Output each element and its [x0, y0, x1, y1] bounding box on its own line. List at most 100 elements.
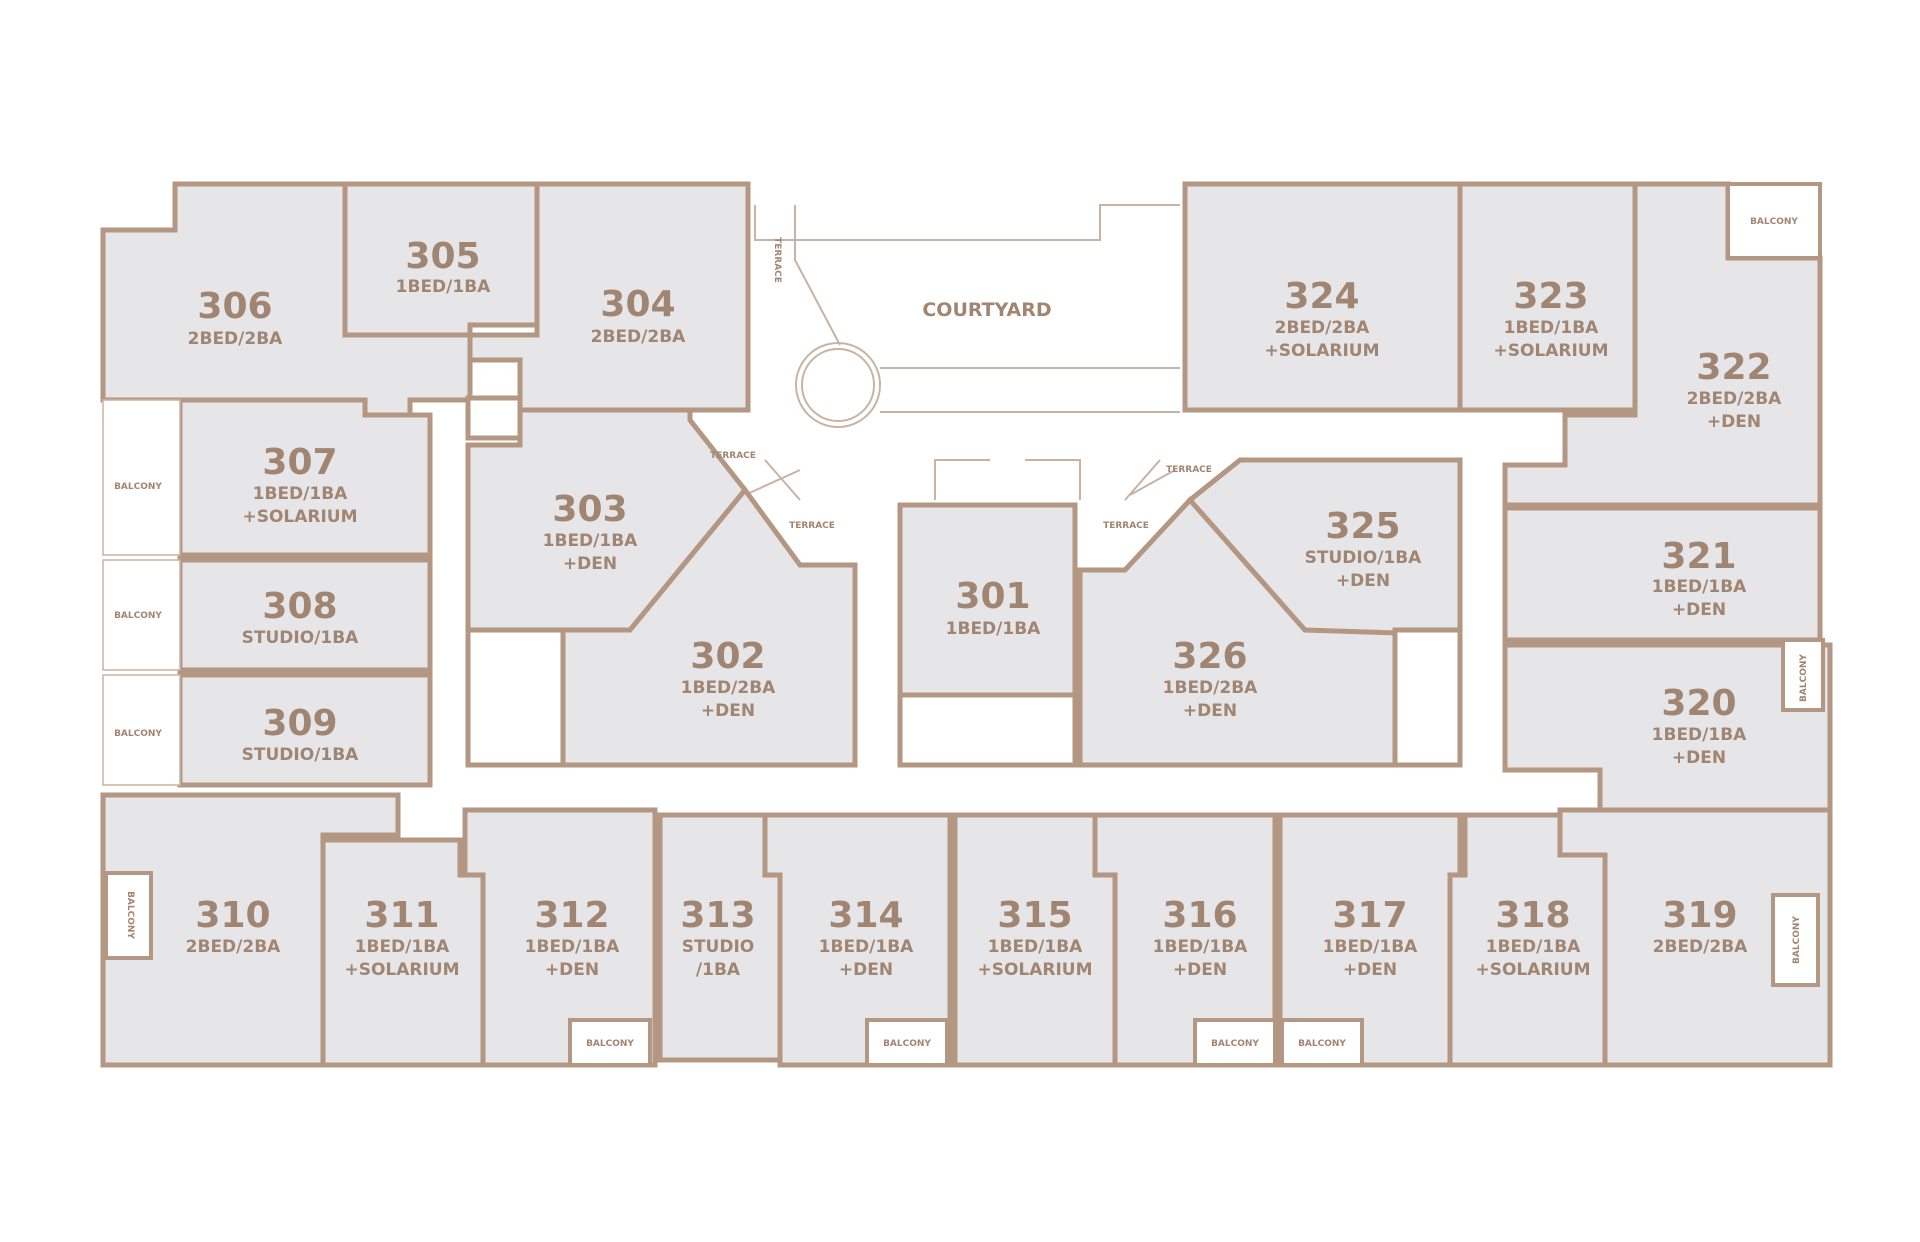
- unit-type: STUDIO: [682, 937, 755, 957]
- unit-type: 1BED/1BA: [1486, 937, 1582, 957]
- unit-type: 1BED/1BA: [819, 937, 915, 957]
- unit-type: 2BED/2BA: [1687, 389, 1783, 409]
- unit-type: 2BED/2BA: [1275, 318, 1371, 338]
- balcony-label: BALCONY: [114, 482, 162, 492]
- unit-type: STUDIO/1BA: [242, 745, 360, 765]
- terrace-label: TERRACE: [710, 451, 756, 461]
- unit-number: 316: [1162, 895, 1237, 936]
- unit-303-closet: [465, 627, 566, 768]
- balcony-label: BALCONY: [114, 729, 162, 739]
- unit-type: +SOLARIUM: [977, 960, 1092, 980]
- balcony-label: BALCONY: [125, 891, 135, 939]
- unit-number: 315: [997, 895, 1072, 936]
- unit-304-shape[interactable]: [467, 181, 751, 413]
- balcony-label: BALCONY: [1298, 1039, 1346, 1049]
- unit-type: +DEN: [1183, 701, 1237, 721]
- unit-type: 2BED/2BA: [591, 327, 687, 347]
- unit-number: 324: [1284, 276, 1359, 317]
- west-balconies: [102, 399, 181, 786]
- unit-319-shape[interactable]: [1557, 807, 1833, 1068]
- balcony-322-box: [1726, 182, 1822, 260]
- unit-type: +DEN: [839, 960, 893, 980]
- unit-type: +DEN: [1173, 960, 1227, 980]
- balcony-320-box: [1781, 638, 1825, 712]
- balcony-317-box: [1280, 1018, 1364, 1067]
- unit-number: 306: [197, 286, 272, 327]
- unit-number: 314: [828, 895, 903, 936]
- terrace-label: TERRACE: [1103, 521, 1149, 531]
- courtyard-area: [687, 204, 1180, 501]
- unit-number: 302: [690, 636, 765, 677]
- unit-number: 304: [600, 284, 675, 325]
- unit-number: 319: [1662, 895, 1737, 936]
- unit-number: 312: [534, 895, 609, 936]
- balcony-label: BALCONY: [586, 1039, 634, 1049]
- unit-type: 1BED/1BA: [396, 277, 492, 297]
- unit-type: 1BED/1BA: [1323, 937, 1419, 957]
- unit-number: 321: [1661, 536, 1736, 577]
- balcony-label: BALCONY: [1211, 1039, 1259, 1049]
- courtyard-label: COURTYARD: [922, 299, 1051, 321]
- unit-type: 2BED/2BA: [188, 329, 284, 349]
- unit-type: 2BED/2BA: [1653, 937, 1749, 957]
- lobby-closet: [465, 395, 523, 441]
- unit-number: 325: [1325, 506, 1400, 547]
- balcony-label: BALCONY: [1792, 916, 1802, 964]
- unit-316-shape[interactable]: [1092, 812, 1278, 1068]
- unit-301-storage: [897, 692, 1078, 768]
- unit-number: 311: [364, 895, 439, 936]
- unit-number: 310: [195, 895, 270, 936]
- unit-type: 1BED/1BA: [355, 937, 451, 957]
- unit-number: 309: [262, 703, 337, 744]
- balcony-label: BALCONY: [1750, 217, 1798, 227]
- unit-number: 307: [262, 442, 337, 483]
- unit-302-shape[interactable]: [560, 485, 858, 768]
- balcony-label: BALCONY: [1799, 654, 1809, 702]
- balcony-label: BALCONY: [883, 1039, 931, 1049]
- unit-310-shape[interactable]: [100, 792, 401, 1068]
- unit-type: +DEN: [701, 701, 755, 721]
- terrace-label: TERRACE: [772, 237, 782, 283]
- unit-326-closet: [1392, 627, 1463, 768]
- unit-type: +SOLARIUM: [344, 960, 459, 980]
- unit-type: +SOLARIUM: [242, 507, 357, 527]
- unit-type: 1BED/1BA: [1153, 937, 1249, 957]
- unit-number: 301: [955, 576, 1030, 617]
- unit-number: 303: [552, 489, 627, 530]
- balcony-319-box: [1771, 893, 1820, 987]
- balcony-312-box: [568, 1018, 652, 1067]
- unit-type: 1BED/1BA: [525, 937, 621, 957]
- unit-number: 305: [405, 236, 480, 277]
- unit-type: /1BA: [696, 960, 741, 980]
- terrace-label: TERRACE: [1166, 465, 1212, 475]
- unit-type: +SOLARIUM: [1475, 960, 1590, 980]
- unit-type: 1BED/1BA: [253, 484, 349, 504]
- unit-number: 317: [1332, 895, 1407, 936]
- unit-type: +DEN: [1707, 412, 1761, 432]
- unit-type: +DEN: [545, 960, 599, 980]
- unit-number: 322: [1696, 347, 1771, 388]
- unit-type: STUDIO/1BA: [1305, 548, 1423, 568]
- unit-number: 323: [1513, 276, 1588, 317]
- unit-type: +SOLARIUM: [1264, 341, 1379, 361]
- unit-type: +SOLARIUM: [1493, 341, 1608, 361]
- unit-314-shape[interactable]: [762, 812, 953, 1068]
- balcony-314-box: [865, 1018, 949, 1067]
- unit-325-shape[interactable]: [1186, 457, 1463, 638]
- unit-type: +DEN: [563, 554, 617, 574]
- unit-number: 308: [262, 586, 337, 627]
- balcony-label: BALCONY: [114, 611, 162, 621]
- unit-type: 1BED/1BA: [1652, 577, 1748, 597]
- unit-type: STUDIO/1BA: [242, 628, 360, 648]
- balcony-310-box: [104, 871, 153, 960]
- unit-type: 1BED/1BA: [1504, 318, 1600, 338]
- unit-type: 1BED/2BA: [681, 678, 777, 698]
- unit-type: +DEN: [1336, 571, 1390, 591]
- unit-type: +DEN: [1672, 748, 1726, 768]
- unit-type: 1BED/1BA: [946, 619, 1042, 639]
- unit-number: 313: [680, 895, 755, 936]
- unit-type: 1BED/1BA: [988, 937, 1084, 957]
- unit-312-shape[interactable]: [462, 807, 658, 1068]
- unit-type: 1BED/1BA: [543, 531, 639, 551]
